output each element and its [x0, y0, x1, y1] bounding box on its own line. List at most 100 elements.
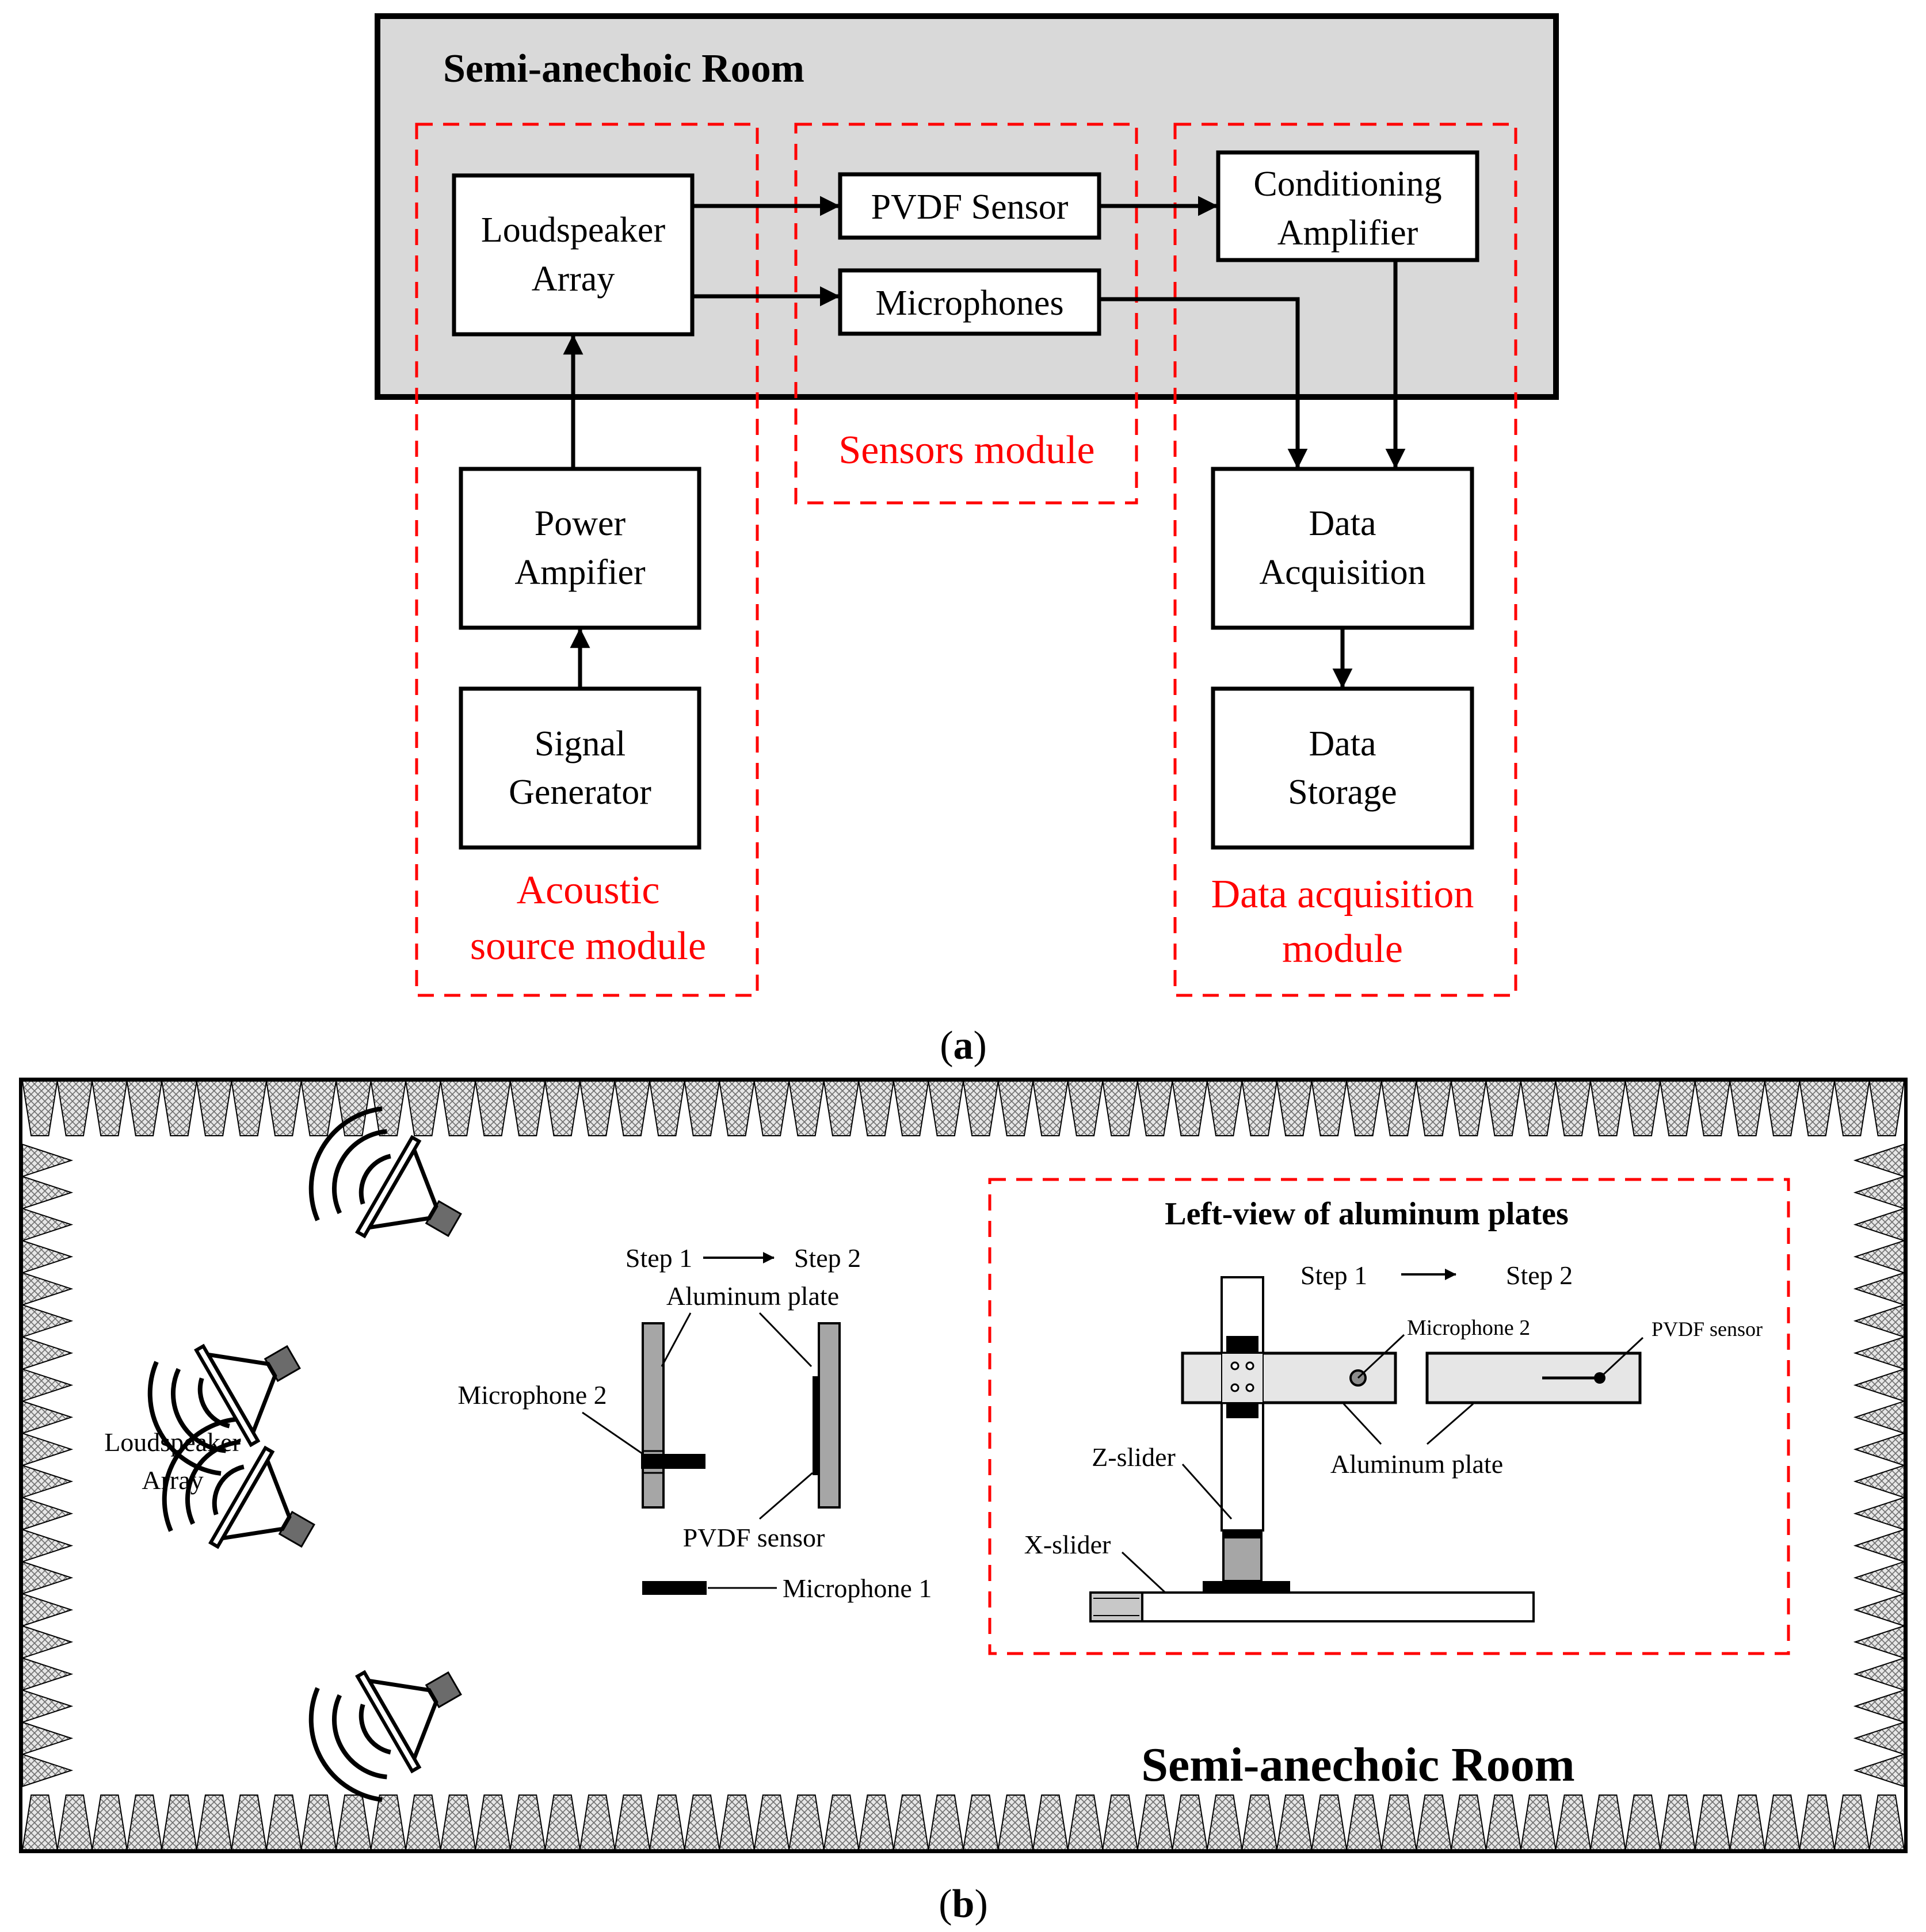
absorber-wedge: [823, 1794, 860, 1850]
absorber-wedge: [475, 1080, 511, 1136]
absorber-wedge: [126, 1794, 163, 1850]
absorber-wedge: [684, 1794, 720, 1850]
absorber-wedge: [509, 1080, 546, 1136]
absorber-wedge: [1853, 1240, 1905, 1274]
z-base-foot: [1203, 1581, 1290, 1593]
absorber-wedge: [22, 1464, 74, 1499]
absorber-wedge: [858, 1794, 895, 1850]
inset-box: [988, 1178, 1790, 1655]
absorber-wedge: [544, 1080, 581, 1136]
absorber-wedge: [1241, 1080, 1278, 1136]
absorber-wedge: [1853, 1561, 1905, 1595]
arrow-microphones-to-acquisition: [1099, 297, 1308, 469]
microphone2-label: Microphone 2: [457, 1380, 607, 1410]
absorber-wedge: [1520, 1794, 1557, 1850]
absorber-wedge: [509, 1794, 546, 1850]
absorber-wedge: [22, 1625, 74, 1659]
absorber-wedge: [1067, 1794, 1104, 1850]
block-label: Power: [535, 504, 626, 543]
absorber-wedge: [1276, 1794, 1313, 1850]
absorber-wedge: [1853, 1689, 1905, 1723]
inset-step2-label: Step 2: [1506, 1261, 1573, 1290]
absorber-wedge: [1172, 1080, 1208, 1136]
loudspeaker: [308, 1670, 462, 1802]
absorber-wedge: [22, 1432, 74, 1467]
panel-a: Semi-anechoic Room Loudspeaker Array PVD…: [375, 13, 1559, 1068]
absorber-wedge: [962, 1794, 999, 1850]
absorber-wedge: [1102, 1080, 1138, 1136]
microphones-block: Microphones: [838, 268, 1101, 336]
absorber-wedge: [962, 1080, 999, 1136]
absorber-wedge: [1032, 1794, 1069, 1850]
module-acoustic-box: [415, 123, 759, 997]
data-acquisition-block: Data Acquisition: [1211, 467, 1474, 630]
inset-title: Left-view of aluminum plates: [1165, 1196, 1569, 1232]
leader-lines: [582, 1312, 813, 1589]
absorber-wedge: [22, 1272, 74, 1306]
absorber-wedge: [1450, 1080, 1487, 1136]
absorber-wedge: [684, 1080, 720, 1136]
absorber-wedge: [56, 1794, 93, 1850]
absorber-wedge: [928, 1080, 964, 1136]
loudspeaker-array-label: Array: [142, 1465, 203, 1495]
block-label: Storage: [1288, 773, 1397, 812]
absorber-wedge: [1853, 1657, 1905, 1691]
absorber-wedge: [1853, 1593, 1905, 1627]
inset-step1-label: Step 1: [1300, 1261, 1367, 1290]
absorber-wedge: [1555, 1794, 1592, 1850]
absorber-wedge: [1624, 1080, 1661, 1136]
room-title-b: Semi-anechoic Room: [1141, 1738, 1575, 1792]
absorber-wedge: [1380, 1794, 1417, 1850]
absorber-wedges: [21, 1080, 1905, 1850]
absorber-wedge: [788, 1794, 825, 1850]
middle-setup: Step 1 Step 2 Aluminum plate Microphone …: [457, 1243, 932, 1603]
x-slider: [1141, 1591, 1535, 1622]
absorber-wedge: [893, 1794, 929, 1850]
absorber-wedge: [22, 1175, 74, 1209]
z-clamp-top: [1226, 1336, 1258, 1353]
absorber-wedge: [21, 1080, 58, 1136]
absorber-wedge: [1276, 1080, 1313, 1136]
pvdf-film: [813, 1376, 819, 1475]
x-slider-knob: [1089, 1591, 1143, 1622]
absorber-wedge: [405, 1794, 441, 1850]
block-label: Acquisition: [1259, 553, 1425, 592]
step2-label: Step 2: [794, 1243, 861, 1273]
absorber-wedge: [1853, 1175, 1905, 1209]
panel-b: Loudspeaker Array Step 1 Step 2 Aluminum…: [19, 1078, 1908, 1926]
absorber-wedge: [22, 1593, 74, 1627]
absorber-wedge: [22, 1304, 74, 1338]
absorber-wedge: [22, 1753, 74, 1788]
absorber-wedge: [22, 1721, 74, 1755]
inset-microphone2-label: Microphone 2: [1407, 1316, 1530, 1340]
z-slider-label: Z-slider: [1092, 1442, 1176, 1472]
absorber-wedge: [1853, 1721, 1905, 1755]
absorber-wedge: [614, 1794, 651, 1850]
absorber-wedge: [718, 1794, 755, 1850]
absorber-wedge: [544, 1794, 581, 1850]
loudspeaker: [147, 1343, 301, 1476]
absorber-wedge: [823, 1080, 860, 1136]
absorber-wedge: [1172, 1794, 1208, 1850]
absorber-wedge: [1853, 1143, 1905, 1178]
absorber-wedge: [997, 1080, 1034, 1136]
absorber-wedge: [91, 1080, 128, 1136]
x-slider-label: X-slider: [1024, 1530, 1111, 1559]
absorber-wedge: [1853, 1368, 1905, 1402]
absorber-wedge: [1853, 1336, 1905, 1370]
room-title: Semi-anechoic Room: [443, 47, 804, 91]
block-label: Data: [1309, 504, 1376, 543]
absorber-wedge: [1799, 1080, 1836, 1136]
module-acoustic-label: source module: [470, 924, 706, 968]
pvdf-sensor-label: PVDF sensor: [683, 1523, 825, 1552]
absorber-wedge: [579, 1794, 616, 1850]
pvdf-sensor-block: PVDF Sensor: [838, 172, 1101, 240]
absorber-wedge: [1589, 1080, 1626, 1136]
block-label: Microphones: [875, 284, 1063, 323]
data-storage-block: Data Storage: [1211, 686, 1474, 850]
loudspeaker-array: Loudspeaker Array: [104, 1106, 462, 1802]
module-data-label: Data acquisition: [1211, 872, 1474, 917]
absorber-wedge: [1416, 1794, 1452, 1850]
absorber-wedge: [1799, 1794, 1836, 1850]
absorber-wedge: [22, 1368, 74, 1402]
